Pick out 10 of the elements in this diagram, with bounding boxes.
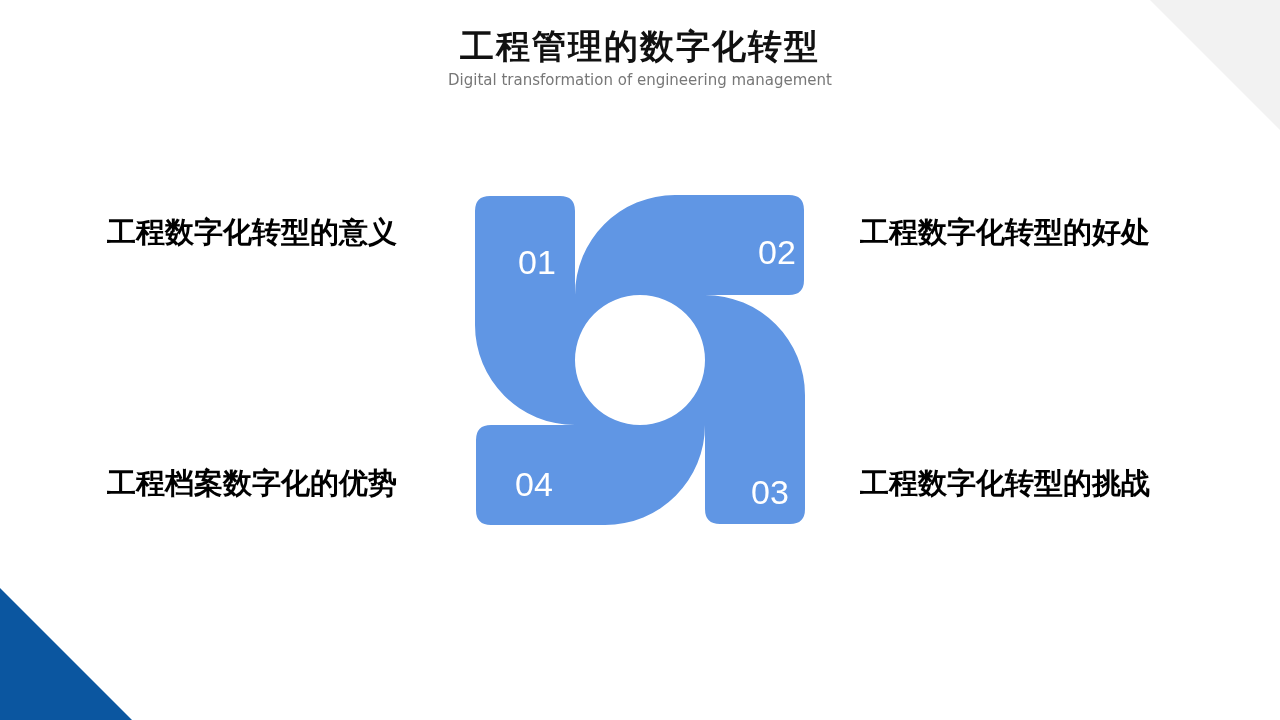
step-number: 04 [515,464,553,504]
step-number: 03 [751,472,789,512]
section-heading: 工程数字化转型的挑战 [860,465,1150,502]
section-heading: 工程数字化转型的好处 [860,214,1150,251]
step-number: 02 [758,232,796,272]
step-number: 01 [518,242,556,282]
subtitle: Digital transformation of engineering management [447,71,833,89]
section-heading: 工程档案数字化的优势 [107,465,397,502]
slide-title: 工程管理的数字化转型 [459,25,821,68]
section-heading: 工程数字化转型的意义 [107,214,397,251]
